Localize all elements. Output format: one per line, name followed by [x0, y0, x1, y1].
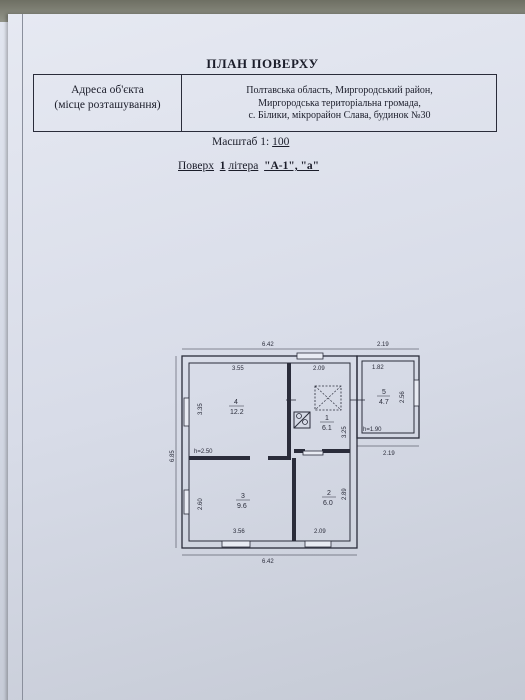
floor-number: 1 [219, 160, 226, 172]
inner-wall-annex [361, 360, 415, 434]
height-main: h=2.50 [194, 449, 213, 455]
stove-outline [293, 411, 311, 429]
dim-room4-side: 3.35 [198, 403, 204, 415]
window-partition-1-2 [302, 450, 324, 456]
stove-burner-1 [296, 413, 302, 419]
scale-value: 100 [272, 136, 290, 148]
window-right-room5 [413, 379, 420, 407]
room4-number: 4 [234, 399, 238, 406]
room1-number: 1 [325, 415, 329, 422]
dim-room5-top: 1.82 [372, 365, 384, 371]
room5-area: 4.7 [379, 399, 389, 406]
page-binding-line [22, 14, 23, 700]
dim-annex-top: 2.19 [377, 342, 389, 348]
window-left-room3 [183, 489, 190, 515]
dim-top-total: 6.42 [262, 342, 274, 348]
document-page [8, 14, 525, 700]
height-annex: h=1.90 [363, 427, 382, 433]
address-value-line3: с. Білики, мікрорайон Слава, будинок №30 [248, 110, 431, 121]
vent-diagonal-2 [314, 385, 342, 411]
room4-area: 12.2 [230, 409, 244, 416]
outer-wall-main [181, 355, 358, 549]
dim-room1-side: 3.25 [342, 426, 348, 438]
address-table: Адреса об'єкта (місце розташування) Полт… [33, 74, 497, 132]
room2-number: 2 [327, 490, 331, 497]
room3-number: 3 [241, 493, 245, 500]
dim-room2-bottom: 2.09 [314, 529, 326, 535]
window-bottom-room3 [221, 540, 251, 548]
floor-line: Поверх 1 літера "А-1", "а" [178, 160, 319, 172]
litera-word: літера [228, 160, 259, 172]
dim-room1-top: 2.09 [313, 366, 325, 372]
address-label-line1: Адреса об'єкта [71, 84, 144, 96]
address-value: Полтавська область, Миргородський район,… [183, 85, 496, 123]
page-title: ПЛАН ПОВЕРХУ [206, 56, 319, 71]
window-top-room1 [296, 352, 324, 360]
scale-label: Масштаб 1: [212, 136, 270, 148]
vent-dashed-box [314, 385, 342, 411]
address-value-line1: Полтавська область, Миргородський район, [246, 85, 433, 96]
dim-annex-bottom: 2.19 [383, 451, 395, 457]
floor-word: Поверх [178, 160, 215, 172]
address-table-divider [181, 75, 183, 131]
dim-room3-bottom: 3.56 [233, 529, 245, 535]
dim-room4-top: 3.55 [232, 366, 244, 372]
address-label-line2: (місце розташування) [54, 99, 161, 111]
scale-line: Масштаб 1: 100 [212, 136, 289, 148]
dim-room5-side: 2.56 [400, 391, 406, 403]
dim-room2-side: 2.89 [342, 488, 348, 500]
dim-room3-side: 2.60 [198, 498, 204, 510]
stove-diagonal [293, 411, 311, 429]
window-bottom-room2 [304, 540, 332, 548]
room1-area: 6.1 [322, 425, 332, 432]
room3-area: 9.6 [237, 503, 247, 510]
stove-burner-2 [302, 419, 308, 425]
room2-area: 6.0 [323, 500, 333, 507]
address-label: Адреса об'єкта (місце розташування) [34, 83, 181, 113]
litera-value: "А-1", "а" [264, 160, 320, 172]
dim-left-total: 6.85 [170, 450, 176, 462]
dim-bottom-total: 6.42 [262, 559, 274, 565]
address-value-line2: Миргородська територіальна громада, [258, 97, 421, 109]
room5-number: 5 [382, 389, 386, 396]
window-left-room4 [183, 397, 190, 427]
outer-wall-annex [356, 355, 420, 439]
